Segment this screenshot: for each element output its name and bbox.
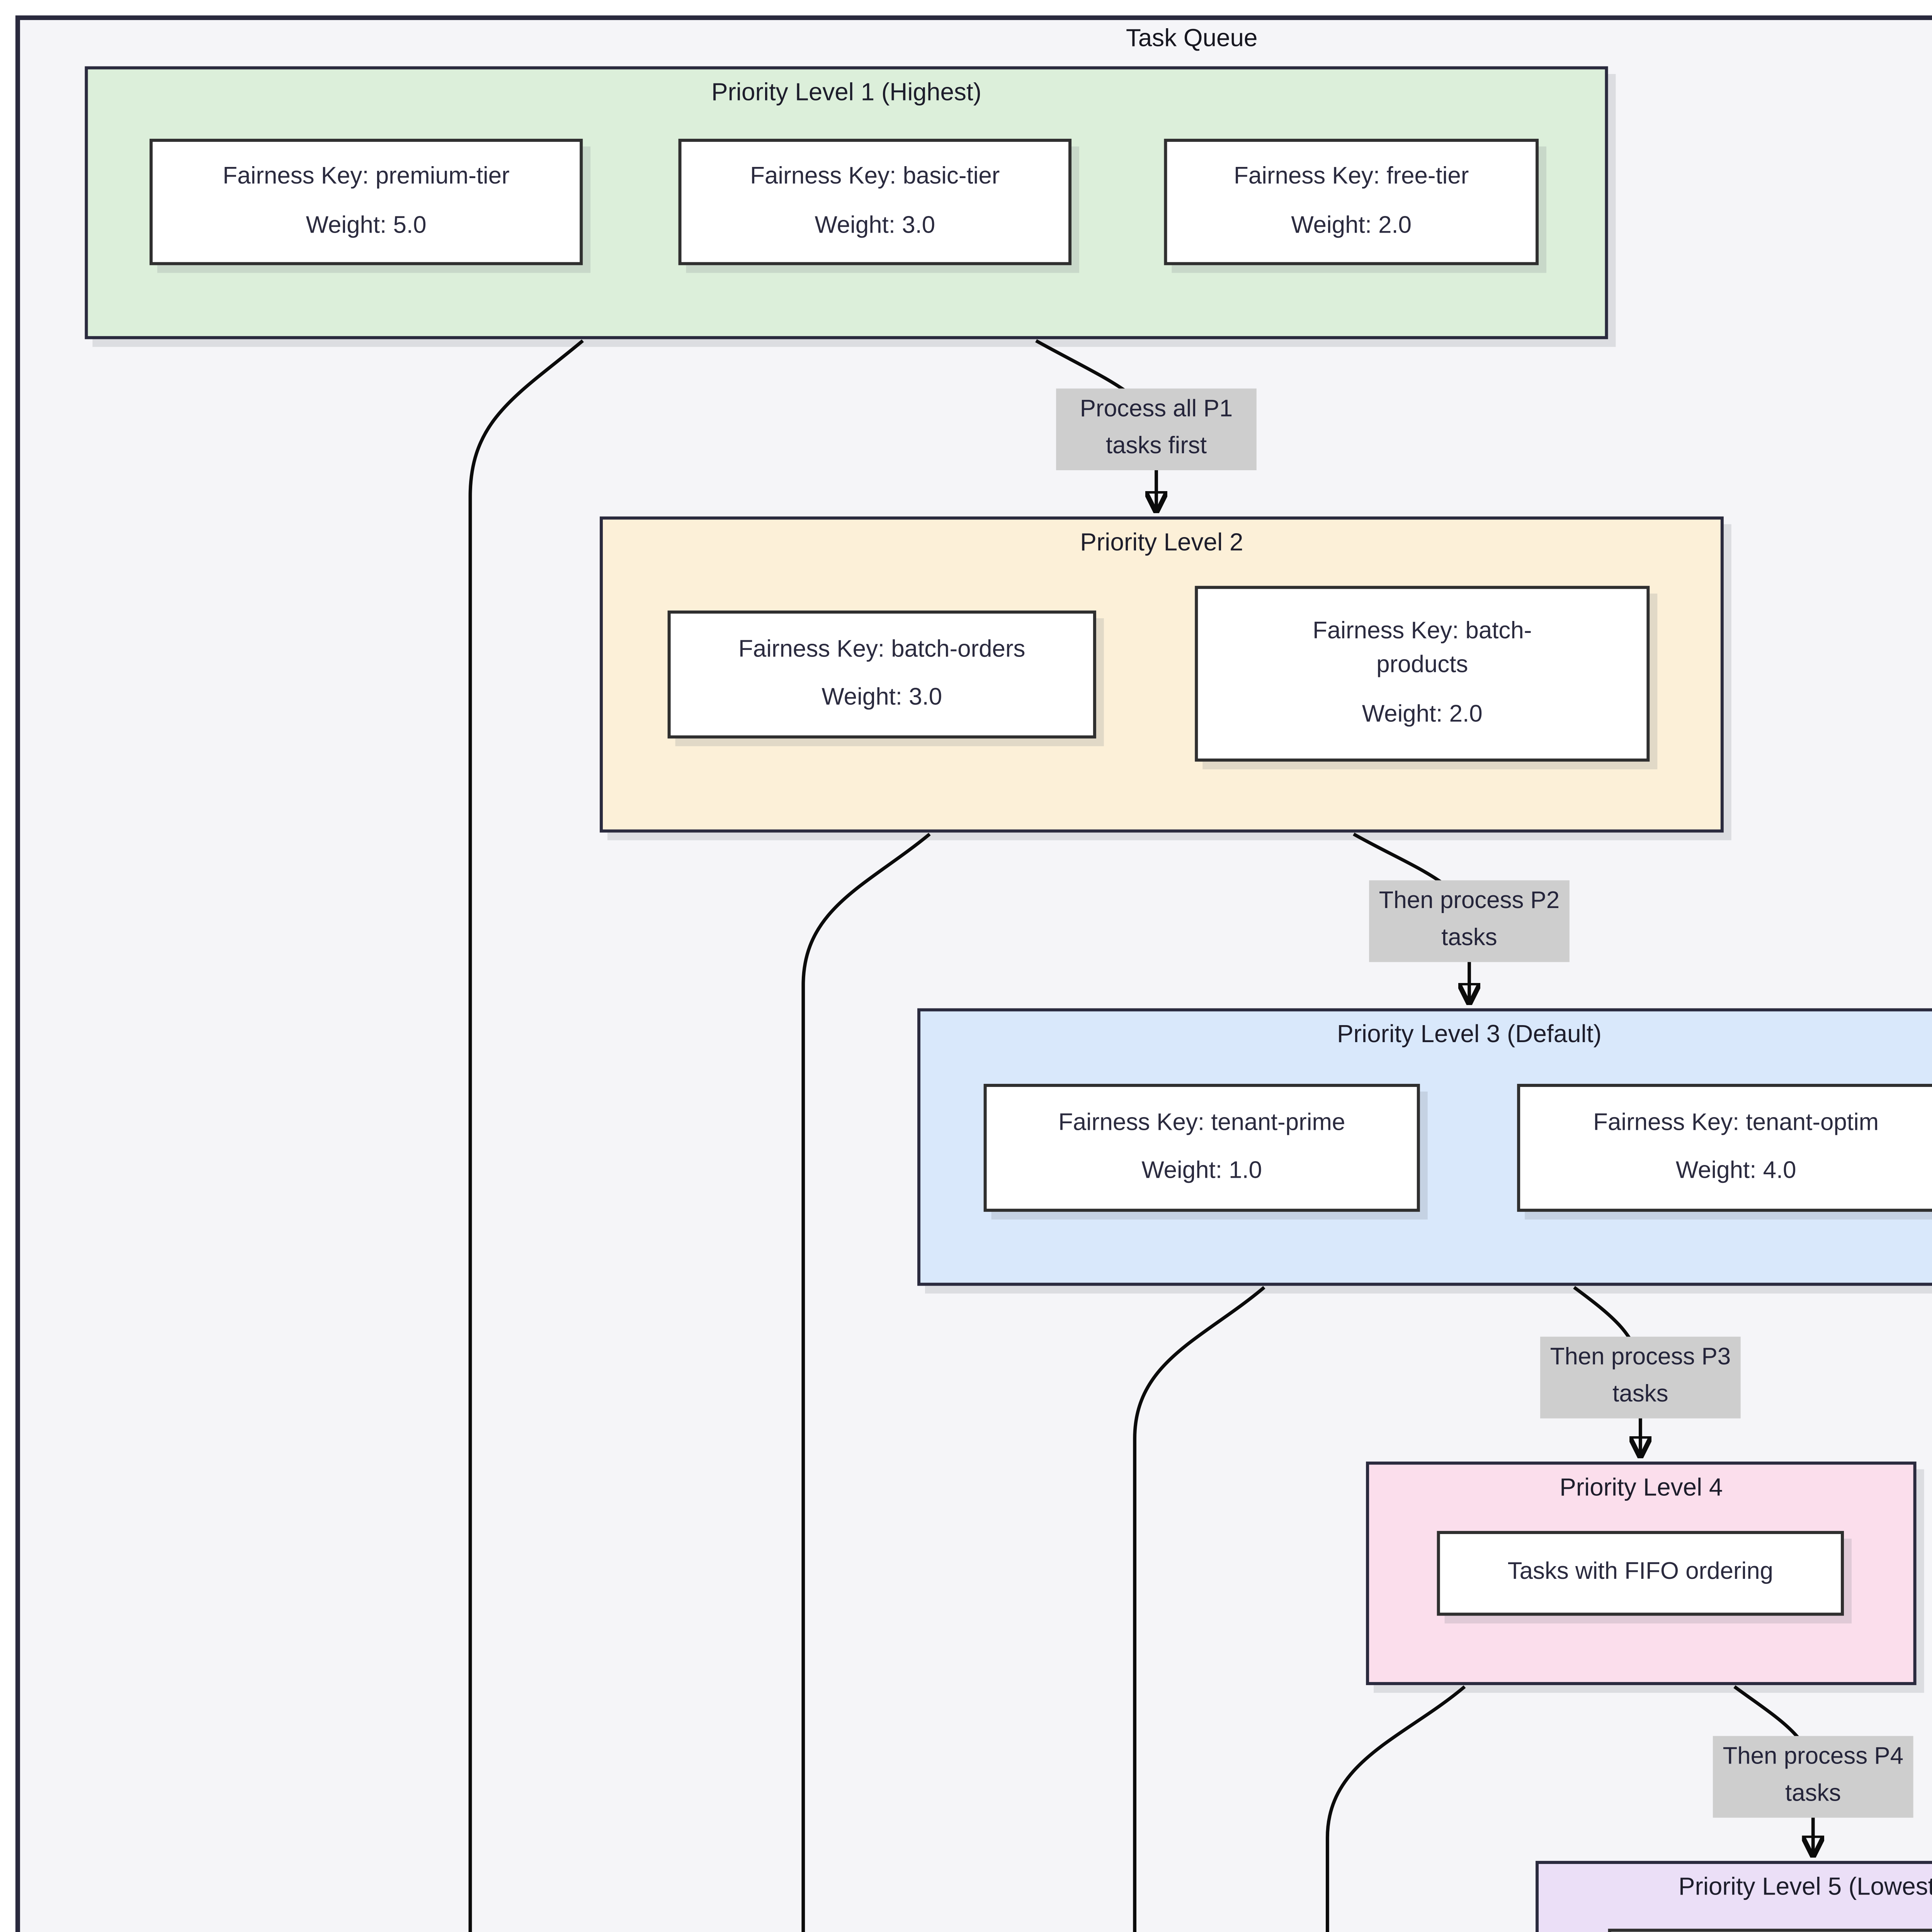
node-batch-products: Fairness Key: batch-products Weight: 2.0 bbox=[1195, 586, 1650, 762]
fairness-key-text: Fairness Key: tenant-optim bbox=[1593, 1109, 1879, 1136]
node-free-tier: Fairness Key: free-tier Weight: 2.0 bbox=[1164, 139, 1539, 265]
node-premium-tier: Fairness Key: premium-tier Weight: 5.0 bbox=[150, 139, 583, 265]
cluster-title-level-2: Priority Level 2 bbox=[1080, 530, 1243, 557]
fifo-text: Tasks with FIFO ordering bbox=[1507, 1559, 1774, 1585]
weight-text: Weight: 2.0 bbox=[1291, 212, 1412, 238]
node-fifo-level-4: Tasks with FIFO ordering bbox=[1437, 1531, 1844, 1616]
node-fifo-level-5: Tasks with FIFO ordering bbox=[1608, 1929, 1932, 1932]
cluster-title-level-4: Priority Level 4 bbox=[1560, 1475, 1723, 1502]
edge-label-process-p1: Process all P1 tasks first bbox=[1056, 388, 1257, 470]
node-tenant-prime: Fairness Key: tenant-prime Weight: 1.0 bbox=[983, 1083, 1420, 1212]
fairness-key-text: Fairness Key: batch-products bbox=[1313, 618, 1532, 679]
edge-label-process-p3: Then process P3 tasks bbox=[1540, 1337, 1741, 1418]
node-basic-tier: Fairness Key: basic-tier Weight: 3.0 bbox=[678, 139, 1072, 265]
task-queue-title: Task Queue bbox=[1126, 26, 1258, 53]
cluster-priority-level-5: Priority Level 5 (Lowest) bbox=[1536, 1861, 1932, 1932]
cluster-title-level-5: Priority Level 5 (Lowest) bbox=[1678, 1874, 1932, 1901]
fairness-key-text: Fairness Key: premium-tier bbox=[223, 163, 510, 190]
node-batch-orders: Fairness Key: batch-orders Weight: 3.0 bbox=[667, 611, 1096, 739]
weight-text: Weight: 2.0 bbox=[1362, 701, 1483, 728]
fairness-key-text: Fairness Key: batch-orders bbox=[738, 636, 1026, 662]
weight-text: Weight: 3.0 bbox=[821, 684, 942, 711]
cluster-title-level-3: Priority Level 3 (Default) bbox=[1337, 1022, 1602, 1049]
fairness-key-text: Fairness Key: free-tier bbox=[1234, 163, 1469, 190]
weight-text: Weight: 4.0 bbox=[1675, 1158, 1796, 1184]
node-tenant-optim: Fairness Key: tenant-optim Weight: 4.0 bbox=[1517, 1083, 1932, 1212]
edge-label-process-p4: Then process P4 tasks bbox=[1713, 1736, 1913, 1818]
weight-text: Weight: 5.0 bbox=[306, 212, 427, 238]
weight-text: Weight: 1.0 bbox=[1141, 1158, 1262, 1184]
fairness-key-text: Fairness Key: tenant-prime bbox=[1058, 1109, 1345, 1136]
edge-label-process-p2: Then process P2 tasks bbox=[1369, 880, 1570, 962]
weight-text: Weight: 3.0 bbox=[815, 212, 935, 238]
cluster-title-level-1: Priority Level 1 (Highest) bbox=[711, 80, 981, 107]
fairness-key-text: Fairness Key: basic-tier bbox=[750, 163, 1000, 190]
